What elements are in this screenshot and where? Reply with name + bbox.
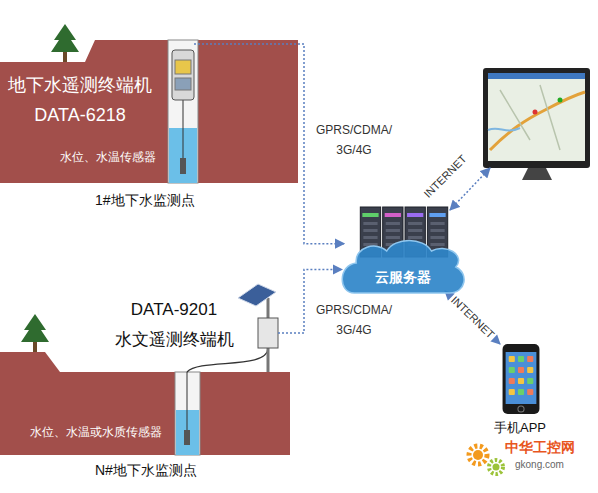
well-shaft (168, 40, 198, 183)
app-icon (518, 378, 524, 384)
signal-connector (278, 269, 342, 333)
map-marker (533, 110, 538, 115)
server-light (407, 213, 423, 217)
node-title: 手机APP (480, 420, 560, 436)
server-light (385, 213, 401, 217)
home-button (518, 406, 524, 412)
map-marker (558, 98, 563, 103)
app-icon (518, 389, 524, 395)
ground (0, 352, 290, 455)
sensor-probe (184, 430, 190, 445)
device-battery (175, 78, 191, 90)
app-icon (527, 378, 533, 384)
cloud-outline (342, 241, 464, 294)
server-slot (430, 229, 444, 232)
tree-crown (21, 314, 49, 342)
server-slot (386, 229, 400, 232)
signal-connector (445, 291, 500, 344)
tree-crown (51, 24, 79, 52)
solar-panel (238, 284, 276, 306)
tree (51, 24, 79, 62)
app-icon (509, 356, 515, 362)
phone-screen (506, 352, 537, 404)
server-slot (386, 222, 400, 225)
gear-hub (473, 450, 483, 460)
sensor-probe (180, 158, 186, 174)
signal-line (194, 43, 298, 45)
phone-body (503, 344, 540, 414)
terminal-box (258, 318, 278, 348)
device-body (172, 50, 194, 100)
app-icon (509, 378, 515, 384)
well-shaft (175, 372, 200, 455)
tree (21, 314, 49, 352)
app-icon (527, 356, 533, 362)
station-caption: 1#地下水监测点 (95, 192, 195, 209)
monitor-frame (483, 68, 590, 168)
node-title: DATA-9201 水文遥测终端机 (108, 295, 240, 355)
node-title: 地下水遥测终端机 DATA-6218 (4, 70, 156, 130)
device-cable (187, 348, 268, 372)
sensor-label: 水位、水温传感器 (60, 150, 156, 164)
watermark: 中华工控网 (505, 439, 575, 456)
app-icon (518, 356, 524, 362)
monitor-screen (488, 73, 585, 161)
mobile-phone: 手机APP (480, 342, 562, 442)
sensor-label: 水位、水温或水质传感器 (30, 425, 162, 439)
map-road (500, 85, 560, 150)
sensor-cable (183, 100, 184, 158)
server-slot (408, 222, 422, 225)
server-slot (408, 236, 422, 239)
app-icon (518, 367, 524, 373)
terminal-device (172, 50, 194, 100)
sensor-cable (187, 372, 188, 430)
app-icon (527, 389, 533, 395)
server-slot (430, 236, 444, 239)
server-slot (408, 229, 422, 232)
watermark: gkong.com (515, 459, 564, 471)
server-slot (386, 236, 400, 239)
node-title: 云服务器 (340, 269, 465, 286)
monitor-stand (522, 168, 552, 180)
gear (489, 460, 503, 474)
link-label: GPRS/CDMA/ 3G/4G (308, 300, 400, 340)
server-light (429, 213, 445, 217)
screen-header (488, 73, 585, 79)
map-road (490, 92, 585, 150)
app-icon (527, 367, 533, 373)
gear-hub (493, 464, 500, 471)
ground (0, 40, 298, 183)
monitoring-station: DATA-9201 水文遥测终端机水位、水温或水质传感器 (0, 295, 278, 455)
monitor (483, 68, 590, 180)
station-caption: N#地下水监测点 (95, 462, 197, 479)
server-slot (363, 236, 377, 239)
app-icon (509, 389, 515, 395)
server-light (362, 213, 378, 217)
server-slot (363, 229, 377, 232)
server-slot (363, 222, 377, 225)
gear (469, 446, 487, 464)
app-icon (509, 367, 515, 373)
server-slot (430, 222, 444, 225)
link-label: INTERNET (447, 292, 499, 342)
watermark-logo (469, 446, 503, 474)
device-module (175, 60, 191, 74)
map-river (488, 128, 520, 131)
link-label: INTERNET (419, 151, 470, 202)
link-label: GPRS/CDMA/ 3G/4G (308, 120, 400, 160)
monitoring-station: 地下水遥测终端机 DATA-6218 水位、水温传感器 (0, 40, 298, 183)
cloud-server: 云服务器 (340, 205, 467, 297)
server-slot (430, 243, 444, 246)
